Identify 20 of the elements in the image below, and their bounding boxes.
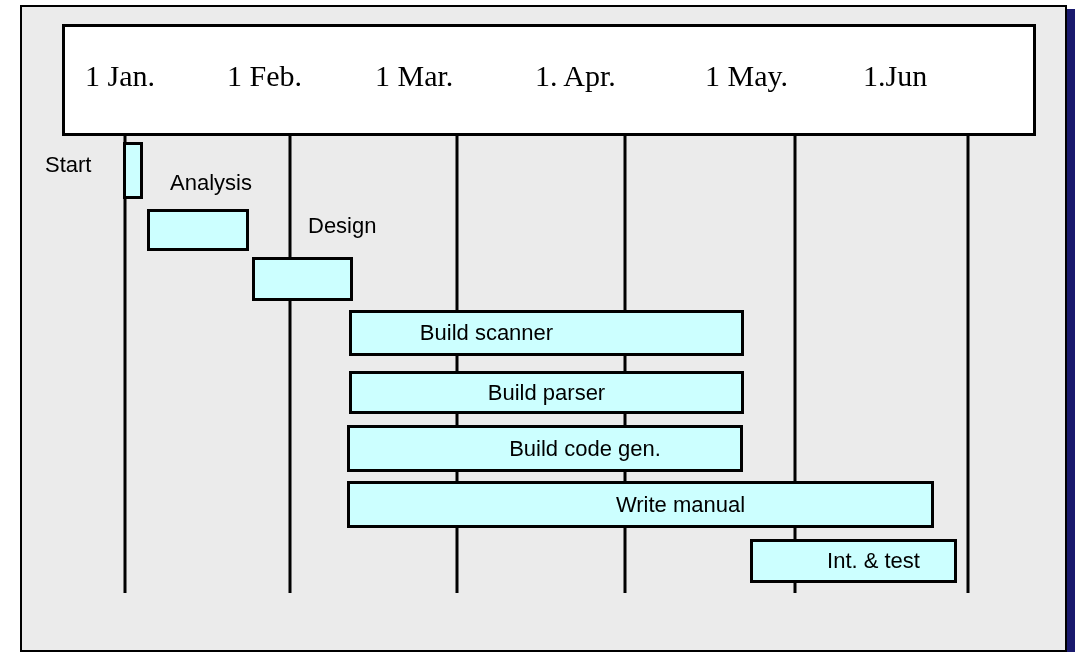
task-bar <box>349 371 744 414</box>
task-bar <box>347 425 743 472</box>
task-label: Build scanner <box>419 320 554 346</box>
date-label: 1 Jan. <box>85 59 155 93</box>
task-label: Build parser <box>487 379 606 406</box>
task-label: Write manual <box>615 491 746 518</box>
task-label: Build code gen. <box>509 435 661 462</box>
task-label: Int. & test <box>827 548 920 574</box>
timeline-header <box>62 24 1036 136</box>
date-label: 1 May. <box>705 59 789 93</box>
task-label: Start <box>45 152 92 178</box>
task-bar <box>347 481 934 528</box>
task-bar <box>750 539 957 583</box>
date-label: 1.Jun <box>863 59 928 93</box>
date-label: 1 Mar. <box>375 59 454 93</box>
task-label: Design <box>308 213 377 239</box>
date-label: 1. Apr. <box>535 59 616 93</box>
date-label: 1 Feb. <box>227 59 302 93</box>
task-label: Analysis <box>170 170 252 196</box>
task-bar <box>349 310 744 356</box>
